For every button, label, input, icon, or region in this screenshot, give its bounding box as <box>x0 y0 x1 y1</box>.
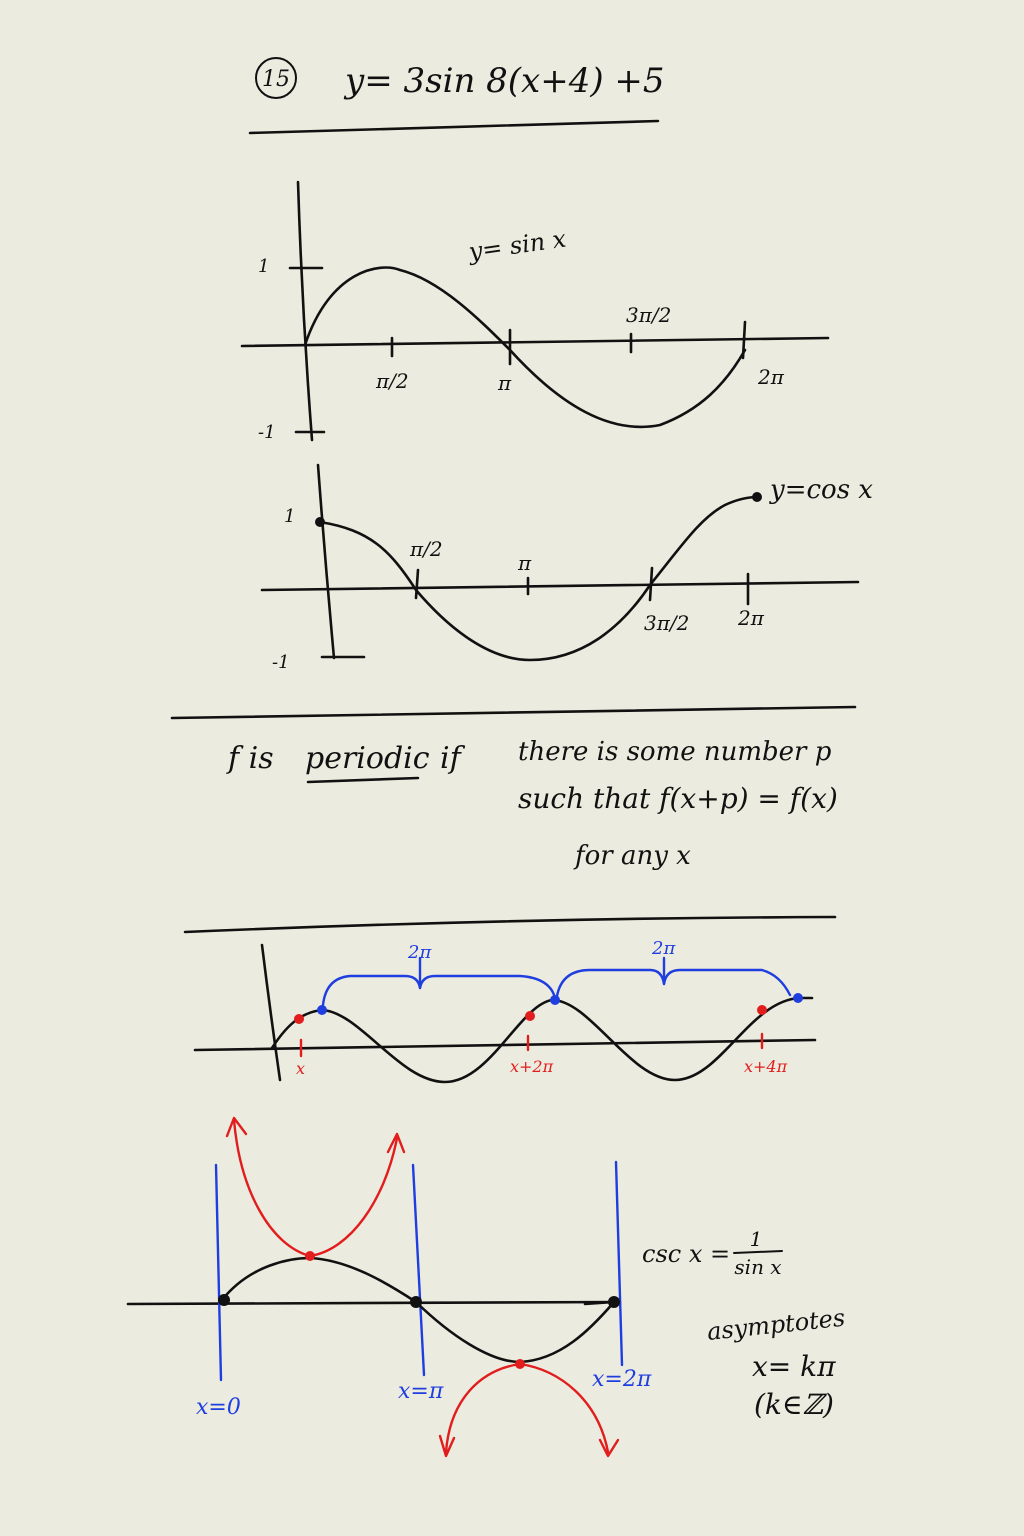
csc-zero-1 <box>218 1294 230 1306</box>
asymptote-label-x0: x=0 <box>196 1395 241 1420</box>
cos-xtick-label-2pi: 2π <box>737 606 765 630</box>
asymptote-label-x2pi: x=2π <box>592 1367 652 1392</box>
sine-curve <box>303 266 747 429</box>
asymptote-xpi <box>411 1163 426 1377</box>
def-line1-post: if <box>440 741 466 776</box>
csc-lower-branch <box>444 1362 610 1454</box>
problem-number: 15 <box>262 67 290 92</box>
bracket-label-1: 2π <box>407 942 432 963</box>
sine-xtick-label-2pi: 2π <box>757 365 785 389</box>
bracket-label-2: 2π <box>651 938 676 959</box>
csc-lower-arrow-right <box>598 1438 620 1458</box>
cos-tick-pi2 <box>414 568 420 600</box>
sine-graph: y= sin x 1 -1 π/2 π 3π/2 2π <box>240 180 830 443</box>
def-line1-pre: f is <box>226 741 274 776</box>
csc-x-axis <box>126 1300 622 1306</box>
def-line1-rest: there is some number p <box>518 737 832 767</box>
cos-x-axis <box>260 580 860 592</box>
cos-ytick-label-1: 1 <box>284 506 295 527</box>
asymptote-x2pi <box>614 1160 624 1367</box>
csc-upper-branch <box>232 1118 399 1258</box>
cos-ytick-label-m1: -1 <box>272 652 290 673</box>
cos-xtick-label-pi: π <box>517 551 532 575</box>
marker-label-x: x <box>296 1059 305 1078</box>
cosine-curve <box>318 495 760 662</box>
cosine-graph: y=cos x 1 -1 π/2 π 3π/2 2π <box>260 463 873 673</box>
def-line2: such that f(x+p) = f(x) <box>518 782 838 815</box>
sine-x-axis <box>240 336 830 348</box>
cos-xtick-label-3pi2: 3π/2 <box>644 611 689 635</box>
cosecant-graph: x=0 x=π x=2π csc x = 1 sin x asymptotes … <box>126 1116 847 1458</box>
periodic-definition: f is periodic if there is some number p … <box>226 737 838 871</box>
csc-lower-vertex <box>515 1359 525 1369</box>
header: 15 y= 3sin 8(x+4) +5 <box>248 57 665 135</box>
header-equation: y= 3sin 8(x+4) +5 <box>343 61 665 101</box>
period-y-axis <box>260 943 282 1082</box>
red-point-2 <box>525 1011 535 1021</box>
cos-start-point <box>315 517 325 527</box>
marker-label-x2pi: x+2π <box>510 1057 554 1076</box>
red-point-1 <box>294 1014 304 1024</box>
red-point-3 <box>757 1005 767 1015</box>
blue-point-1 <box>317 1005 327 1015</box>
asymptotes-formula: x= kπ <box>752 1350 836 1383</box>
csc-upper-vertex <box>305 1251 315 1261</box>
asymptote-label-xpi: x=π <box>398 1379 444 1404</box>
def-periodic-underline <box>306 776 420 784</box>
csc-zero-2 <box>410 1296 422 1308</box>
csc-lower-arrow-left <box>438 1434 456 1458</box>
sine-ytick-label-m1: -1 <box>258 422 276 443</box>
csc-definition-num: 1 <box>750 1227 763 1251</box>
sine-y-axis <box>296 180 314 442</box>
sine-xtick-label-pi: π <box>497 371 512 395</box>
cosine-label: y=cos x <box>769 475 873 505</box>
cos-end-point <box>752 492 762 502</box>
period-bracket-2 <box>555 968 792 998</box>
sine-xtick-label-3pi2: 3π/2 <box>626 303 671 327</box>
period-graph: 2π 2π x x+2π x+4π <box>193 938 817 1084</box>
csc-definition-den: sin x <box>734 1255 781 1279</box>
divider-2 <box>183 915 837 934</box>
blue-point-3 <box>793 993 803 1003</box>
cos-xtick-label-pi2: π/2 <box>409 537 443 561</box>
csc-upper-arrow-left <box>225 1116 248 1138</box>
asymptote-x0 <box>214 1163 223 1382</box>
asymptotes-title: asymptotes <box>706 1304 847 1346</box>
csc-zero-3 <box>608 1296 620 1308</box>
header-underline <box>248 119 660 135</box>
blue-point-2 <box>550 995 560 1005</box>
sine-xtick-label-pi2: π/2 <box>375 369 409 393</box>
csc-definition-lhs: csc x = <box>642 1240 730 1268</box>
period-bracket-1 <box>321 974 557 1007</box>
csc-upper-arrow-right <box>386 1132 406 1154</box>
asymptotes-domain: (k∈ℤ) <box>754 1388 834 1421</box>
def-periodic-term: periodic <box>305 741 430 776</box>
problem-number-circle <box>255 57 297 99</box>
marker-label-x4pi: x+4π <box>744 1057 788 1076</box>
sine-label: y= sin x <box>466 225 568 267</box>
divider-1 <box>170 705 857 720</box>
cos-y-axis <box>316 463 336 660</box>
sine-ytick-label-1: 1 <box>258 256 269 277</box>
csc-fraction-bar <box>733 1250 783 1254</box>
def-line3: for any x <box>573 841 691 871</box>
